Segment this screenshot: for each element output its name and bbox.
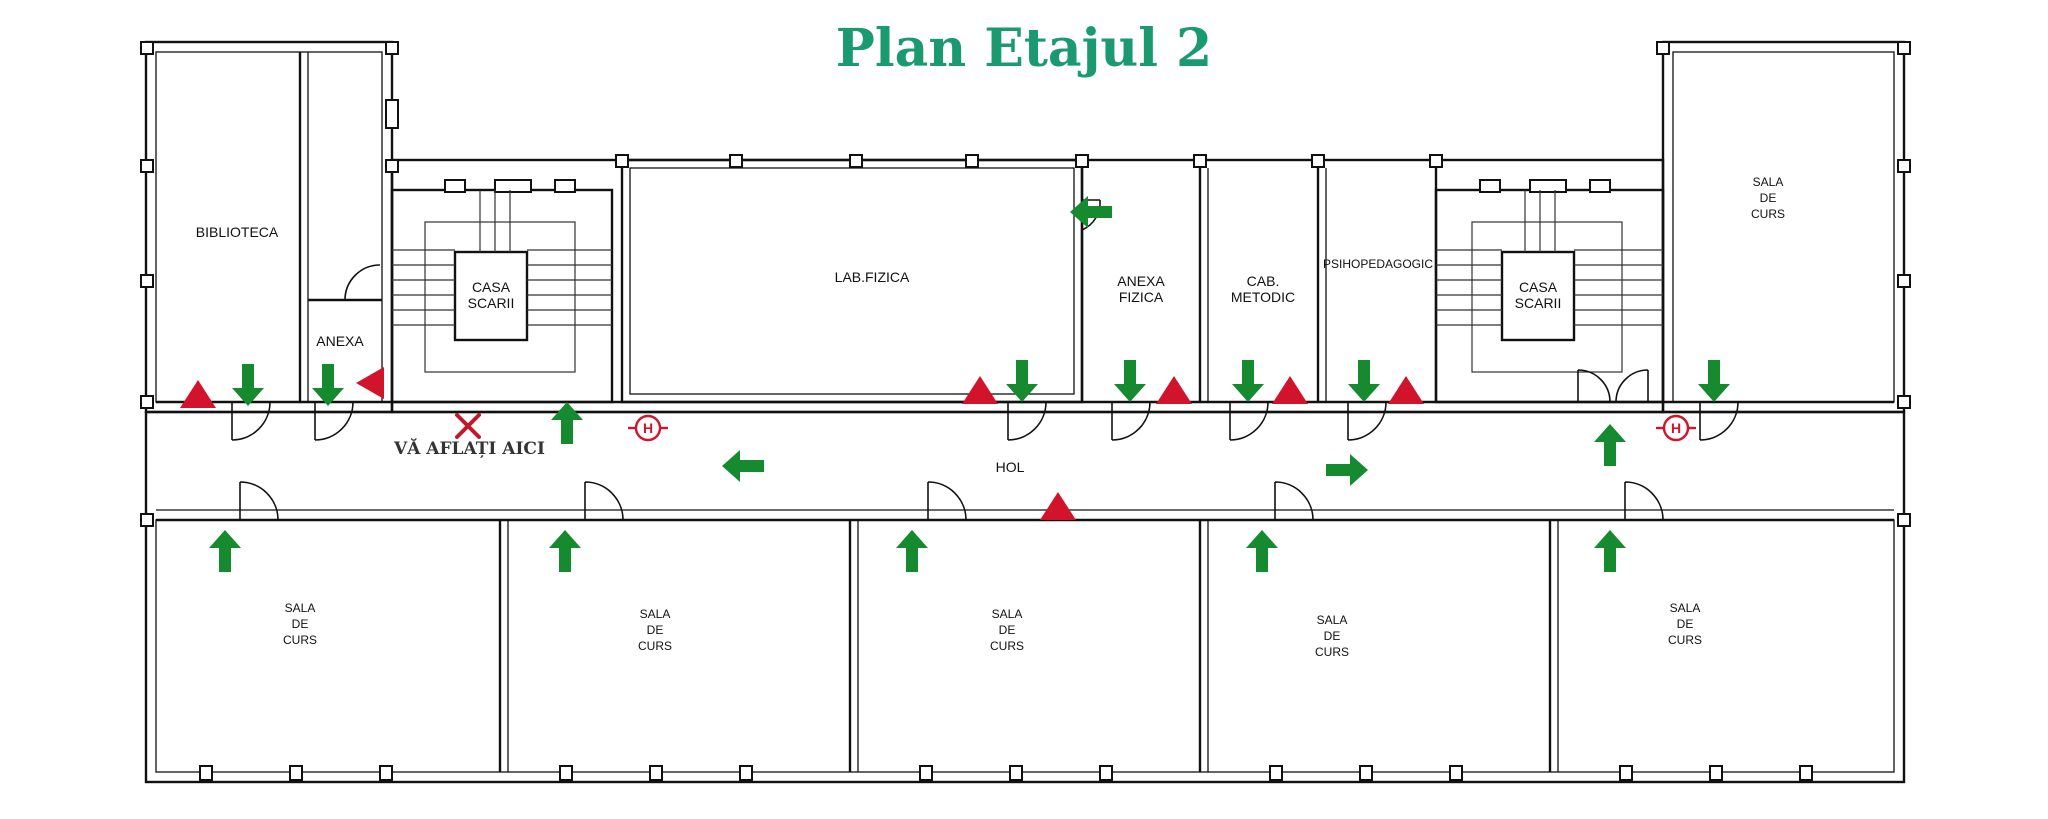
label-sala-3-b: DE bbox=[999, 623, 1016, 637]
label-anexa-fizica-2: FIZICA bbox=[1119, 289, 1164, 305]
window-posts bbox=[140, 41, 1911, 781]
label-sala-2-c: CURS bbox=[638, 639, 672, 653]
you-are-here-label: VĂ AFLAȚI AICI bbox=[393, 438, 545, 459]
stairs-left bbox=[392, 190, 612, 373]
fire-hydrant-icon: H bbox=[628, 414, 668, 442]
label-sala-top-right-1: SALA bbox=[1753, 175, 1784, 189]
label-anexa-fizica-1: ANEXA bbox=[1117, 273, 1165, 289]
label-cab-metodic-2: METODIC bbox=[1231, 289, 1295, 305]
label-lab-fizica: LAB.FIZICA bbox=[835, 269, 910, 285]
fire-extinguisher-triangle-icon bbox=[180, 380, 216, 408]
evacuation-arrow-icon bbox=[1232, 360, 1264, 402]
svg-text:H: H bbox=[643, 420, 653, 436]
fire-extinguisher-triangle-icon bbox=[1388, 376, 1424, 404]
label-biblioteca: BIBLIOTECA bbox=[196, 224, 279, 240]
evacuation-arrow-icon bbox=[1348, 360, 1380, 402]
fire-extinguisher-triangle-icon bbox=[1272, 376, 1308, 404]
label-sala-5-c: CURS bbox=[1668, 633, 1702, 647]
evacuation-arrow-icon bbox=[1114, 360, 1146, 402]
fire-extinguisher-triangle-icon bbox=[1040, 492, 1076, 520]
evacuation-arrow-icon bbox=[1698, 360, 1730, 402]
warning-triangles bbox=[180, 367, 1424, 520]
building-walls bbox=[144, 40, 1906, 784]
label-sala-5-a: SALA bbox=[1670, 601, 1701, 615]
room-labels: BIBLIOTECA ANEXA CASA SCARII LAB.FIZICA … bbox=[196, 175, 1785, 659]
fire-extinguisher-triangle-icon bbox=[962, 376, 998, 404]
label-cab-metodic-1: CAB. bbox=[1247, 273, 1280, 289]
label-anexa: ANEXA bbox=[316, 333, 364, 349]
label-sala-1-a: SALA bbox=[285, 601, 316, 615]
label-sala-1-b: DE bbox=[292, 617, 309, 631]
label-casa-scarii-right-2: SCARII bbox=[1515, 295, 1562, 311]
evacuation-arrow-icon bbox=[232, 364, 264, 406]
label-casa-scarii-left-2: SCARII bbox=[468, 295, 515, 311]
label-sala-4-c: CURS bbox=[1315, 645, 1349, 659]
label-sala-top-right-3: CURS bbox=[1751, 207, 1785, 221]
evacuation-arrow-icon bbox=[1326, 454, 1368, 486]
fire-extinguisher-triangle-icon bbox=[356, 367, 384, 399]
evacuation-arrow-icon bbox=[1006, 360, 1038, 402]
evacuation-arrow-icon bbox=[312, 364, 344, 406]
svg-text:H: H bbox=[1671, 420, 1681, 436]
evacuation-arrow-icon bbox=[896, 530, 928, 572]
label-casa-scarii-right-1: CASA bbox=[1519, 279, 1558, 295]
label-casa-scarii-left-1: CASA bbox=[472, 279, 511, 295]
evacuation-arrow-icon bbox=[1246, 530, 1278, 572]
evacuation-arrow-icon bbox=[722, 450, 764, 482]
label-sala-3-a: SALA bbox=[992, 607, 1023, 621]
label-sala-top-right-2: DE bbox=[1760, 191, 1777, 205]
stairs-right bbox=[1436, 190, 1663, 373]
label-sala-4-b: DE bbox=[1324, 629, 1341, 643]
label-sala-3-c: CURS bbox=[990, 639, 1024, 653]
fire-extinguisher-triangle-icon bbox=[1156, 376, 1192, 404]
label-hol: HOL bbox=[996, 459, 1025, 475]
evacuation-arrow-icon bbox=[1594, 530, 1626, 572]
you-are-here-x-icon bbox=[455, 413, 481, 439]
label-sala-4-a: SALA bbox=[1317, 613, 1348, 627]
doors bbox=[231, 199, 1739, 521]
evacuation-arrow-icon bbox=[1594, 424, 1626, 466]
evacuation-arrow-icon bbox=[209, 530, 241, 572]
evacuation-arrow-icon bbox=[551, 402, 583, 444]
label-psihopedagogic: PSIHOPEDAGOGIC bbox=[1323, 257, 1433, 271]
label-sala-2-b: DE bbox=[647, 623, 664, 637]
plan-title: Plan Etajul 2 bbox=[836, 18, 1212, 79]
fire-hydrant-icon: H bbox=[1656, 414, 1696, 442]
label-sala-1-c: CURS bbox=[283, 633, 317, 647]
evacuation-arrow-icon bbox=[549, 530, 581, 572]
label-sala-5-b: DE bbox=[1677, 617, 1694, 631]
label-sala-2-a: SALA bbox=[640, 607, 671, 621]
